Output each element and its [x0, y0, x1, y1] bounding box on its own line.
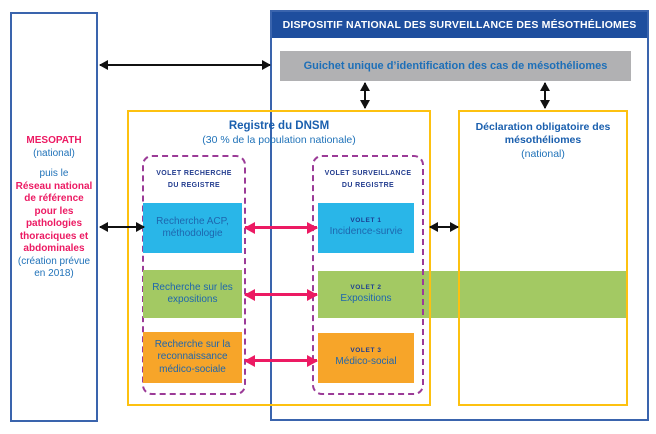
volet3-box: VOLET 3 Médico-social [318, 333, 414, 383]
volet2-band [318, 271, 628, 318]
mesopath-creation: (création prévue en 2018) [17, 255, 91, 280]
volet-surveillance-group: VOLET SURVEILLANCE DU REGISTRE [312, 155, 424, 395]
recherche-medico-sociale-label: Recherche sur la reconnaissance médico-s… [154, 338, 231, 375]
guichet-label: Guichet unique d’identification des cas … [303, 60, 608, 72]
medico-volet3-double-arrow-icon [245, 359, 317, 362]
mesopath-guichet-double-arrow-icon [100, 64, 270, 66]
volet-recherche-label: VOLET RECHERCHE DU REGISTRE [156, 170, 232, 189]
guichet-box: Guichet unique d’identification des cas … [280, 51, 631, 81]
declaration-subtitle: (national) [521, 148, 565, 161]
registre-panel: Registre du DNSM (30 % de la population … [127, 110, 431, 406]
volet1-box: VOLET 1 Incidence-survie [318, 203, 414, 253]
volet3-tag: VOLET 3 [350, 347, 382, 355]
expositions-volet2-double-arrow-icon [245, 293, 317, 296]
mesopath-registre-double-arrow-icon [100, 226, 144, 228]
dnsm-title: DISPOSITIF NATIONAL DES SURVEILLANCE DES… [282, 19, 637, 31]
dnsm-header-bar: DISPOSITIF NATIONAL DES SURVEILLANCE DES… [272, 12, 647, 38]
volet2-box: VOLET 2 Expositions [318, 271, 414, 318]
recherche-acp-label: Recherche ACP, méthodologie [156, 215, 229, 240]
dnsm-panel: DISPOSITIF NATIONAL DES SURVEILLANCE DES… [270, 10, 649, 421]
declaration-title: Déclaration obligatoire des mésothéliome… [475, 121, 611, 147]
registre-title: Registre du DNSM [228, 120, 330, 132]
acp-volet1-double-arrow-icon [245, 226, 317, 229]
mesopath-reseau: Réseau national de référence pour les pa… [15, 180, 93, 255]
mesopath-panel: MESOPATH (national) puis le Réseau natio… [10, 12, 98, 422]
recherche-expositions-label: Recherche sur les expositions [152, 281, 233, 306]
volet2-label: Expositions [340, 292, 392, 304]
declaration-panel: Déclaration obligatoire des mésothéliome… [458, 110, 628, 406]
guichet-registre-double-arrow-icon [364, 83, 366, 108]
mesopath-national: (national) [33, 147, 75, 159]
mesopath-puis-le: puis le [39, 168, 69, 180]
volet1-declaration-double-arrow-icon [430, 226, 458, 228]
mesopath-text-block: MESOPATH (national) puis le Réseau natio… [14, 135, 94, 281]
registre-subtitle: (30 % de la population nationale) [202, 134, 356, 147]
volet1-label: Incidence-survie [329, 226, 403, 238]
recherche-medico-sociale-box: Recherche sur la reconnaissance médico-s… [143, 332, 242, 383]
volet1-tag: VOLET 1 [350, 217, 382, 225]
volet3-label: Médico-social [335, 356, 397, 368]
mesopath-title: MESOPATH [26, 135, 82, 147]
recherche-expositions-box: Recherche sur les expositions [143, 270, 242, 318]
guichet-declaration-double-arrow-icon [544, 83, 546, 108]
recherche-acp-box: Recherche ACP, méthodologie [143, 203, 242, 253]
volet2-tag: VOLET 2 [350, 283, 382, 291]
volet-surveillance-label: VOLET SURVEILLANCE DU REGISTRE [324, 170, 412, 189]
